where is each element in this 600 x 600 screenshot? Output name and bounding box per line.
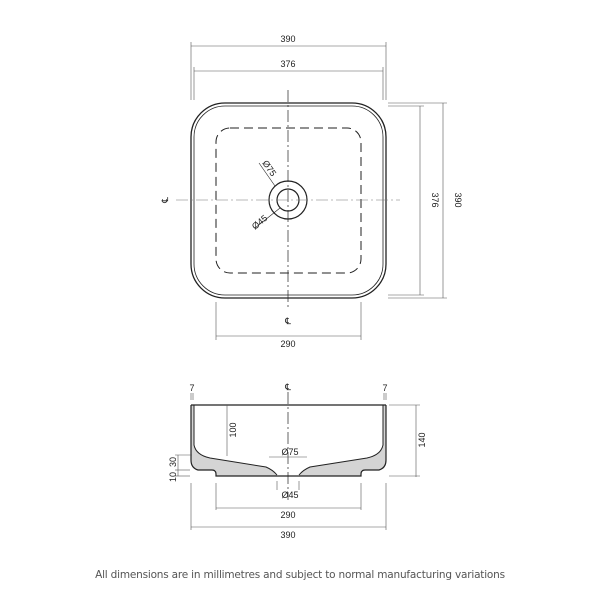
dim-30: 30 (168, 457, 178, 467)
section-outline (190, 404, 387, 477)
dim-290-plan: 290 (280, 339, 295, 349)
section-view (175, 392, 420, 530)
section-dimension-lines (175, 393, 420, 530)
basin-base-dashed (215, 127, 362, 274)
plan-dimension-lines (190, 42, 447, 340)
section-inner-profile (193, 405, 384, 476)
dim-290-section: 290 (280, 510, 295, 520)
section-mark-left: 7 (189, 383, 194, 393)
leader-45 (254, 207, 281, 229)
dim-390-side: 390 (453, 192, 463, 207)
dim-390-top: 390 (280, 34, 295, 44)
section-mark-right: 7 (382, 383, 387, 393)
leader-75 (258, 162, 276, 187)
dim-100: 100 (228, 422, 238, 437)
plan-view (176, 42, 447, 340)
centreline-symbol-left: ℄ (160, 197, 170, 204)
dim-10: 10 (168, 472, 178, 482)
dim-390-section: 390 (280, 530, 295, 540)
dim-ø45-section: Ø45 (281, 490, 298, 500)
dim-ø45-plan: Ø45 (250, 213, 269, 232)
dimensions-note: All dimensions are in millimetres and su… (95, 569, 505, 581)
centreline-symbol-section: ℄ (284, 382, 291, 392)
section-hatch (191, 405, 386, 476)
dim-ø75-plan: Ø75 (260, 158, 278, 178)
centreline-symbol-bottom: ℄ (284, 316, 291, 326)
basin-outer-outline (190, 102, 387, 299)
dim-376-side: 376 (430, 192, 440, 207)
dim-ø75-section: Ø75 (281, 447, 298, 457)
basin-rim-outline (193, 105, 384, 296)
dim-140: 140 (417, 432, 427, 447)
dim-376-top: 376 (280, 59, 295, 69)
